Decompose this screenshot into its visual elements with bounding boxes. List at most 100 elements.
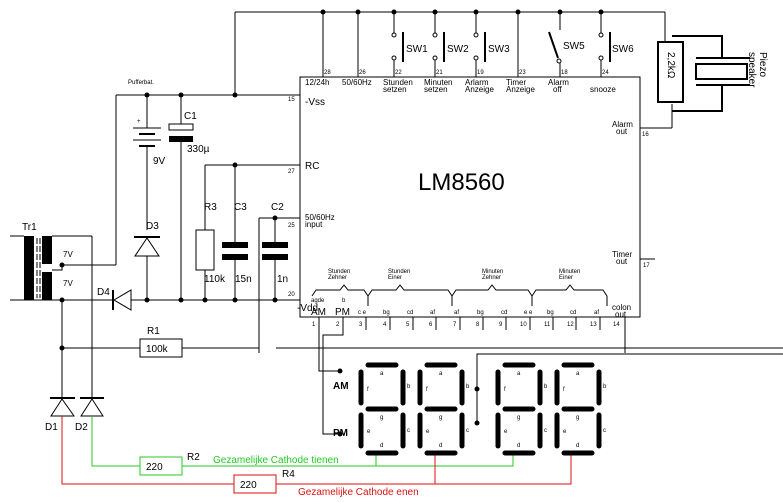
switch-sw1: SW1: [391, 12, 428, 77]
svg-text:Zehner: Zehner: [482, 275, 501, 281]
svg-text:Timer: Timer: [612, 250, 632, 259]
svg-text:R3: R3: [204, 202, 217, 213]
svg-text:cd: cd: [570, 310, 576, 316]
svg-text:2,2kΩ: 2,2kΩ: [665, 52, 676, 79]
sw1-label: SW1: [406, 44, 428, 55]
svg-text:Minuten: Minuten: [424, 78, 452, 87]
svg-text:-Vdd: -Vdd: [297, 303, 318, 314]
svg-text:9V: 9V: [153, 156, 166, 167]
svg-text:17: 17: [643, 263, 650, 269]
svg-text:18: 18: [561, 70, 568, 76]
segment-label: d: [517, 443, 520, 449]
segment-label: d: [576, 443, 579, 449]
svg-text:330µ: 330µ: [187, 144, 210, 155]
svg-text:cd: cd: [407, 310, 413, 316]
segment-label: g: [439, 415, 442, 421]
svg-text:setzen: setzen: [424, 85, 448, 94]
svg-text:Minuten: Minuten: [482, 269, 503, 275]
svg-text:2: 2: [336, 322, 340, 328]
ic-name: LM8560: [418, 169, 505, 196]
sw3-label: SW3: [488, 44, 510, 55]
segment-label: c: [544, 428, 547, 434]
svg-text:20: 20: [288, 292, 295, 298]
svg-text:9: 9: [499, 322, 503, 328]
svg-text:D2: D2: [75, 422, 88, 433]
svg-text:AM: AM: [333, 381, 349, 392]
sw5-label: SW5: [563, 41, 585, 52]
svg-text:e e: e e: [524, 310, 533, 316]
svg-text:input: input: [305, 220, 323, 229]
svg-text:13: 13: [590, 322, 597, 328]
svg-text:14: 14: [613, 322, 620, 328]
svg-text:Piezo: Piezo: [757, 52, 768, 77]
segment-label: b: [544, 384, 548, 390]
svg-text:4: 4: [383, 322, 387, 328]
svg-text:50/60Hz: 50/60Hz: [305, 213, 335, 222]
svg-text:bg: bg: [547, 310, 554, 316]
svg-text:12/24h: 12/24h: [305, 78, 329, 87]
svg-text:16: 16: [642, 132, 649, 138]
svg-text:Tr1: Tr1: [22, 222, 37, 233]
svg-text:Timer: Timer: [506, 78, 526, 87]
svg-text:22: 22: [395, 70, 402, 76]
svg-text:Zehner: Zehner: [328, 275, 347, 281]
svg-text:C3: C3: [234, 202, 247, 213]
svg-text:50/60Hz: 50/60Hz: [342, 78, 372, 87]
ic-lm8560: LM8560 28 26 22 21 19 23 18 24 12/24h 50…: [274, 70, 655, 353]
svg-text:6: 6: [429, 322, 433, 328]
segment-label: e: [367, 429, 371, 435]
sw2-label: SW2: [447, 44, 469, 55]
segment-label: g: [380, 415, 383, 421]
svg-text:24: 24: [602, 70, 609, 76]
power-section: Pufferbat. + 9V C1 330µ D3 R3 110k: [10, 80, 783, 433]
svg-text:C1: C1: [184, 111, 197, 122]
svg-text:c e: c e: [358, 310, 367, 316]
ic-digit-groups: Stunden Zehner Stunden Einer Minuten Zeh…: [311, 269, 608, 306]
segment-label: g: [576, 415, 579, 421]
svg-text:27: 27: [288, 169, 295, 175]
svg-text:5: 5: [406, 322, 410, 328]
segment-label: e: [504, 429, 508, 435]
svg-text:colon: colon: [612, 303, 631, 312]
svg-text:cd: cd: [501, 310, 507, 316]
segment-label: e: [426, 429, 430, 435]
segment-label: c: [603, 428, 606, 434]
svg-text:220: 220: [240, 480, 257, 491]
svg-text:D3: D3: [146, 221, 159, 232]
svg-text:Alarm: Alarm: [548, 78, 569, 87]
svg-text:bg: bg: [477, 310, 484, 316]
svg-text:Minuten: Minuten: [559, 269, 580, 275]
switch-sw5: SW5: [548, 12, 585, 77]
svg-text:7V: 7V: [63, 279, 73, 288]
cathode-ones-line: 220 R4 Gezamelijke Cathode enen: [61, 416, 572, 498]
svg-text:R4: R4: [282, 469, 295, 480]
svg-text:15: 15: [288, 97, 295, 103]
svg-text:220: 220: [146, 462, 163, 473]
svg-text:R1: R1: [147, 326, 160, 337]
svg-text:af: af: [454, 310, 459, 316]
svg-text:snooze: snooze: [590, 85, 616, 94]
svg-text:AM: AM: [311, 307, 326, 318]
switch-sw6: SW6: [598, 12, 634, 77]
svg-text:15n: 15n: [235, 274, 252, 285]
segment-label: f: [504, 387, 506, 393]
segment-label: a: [576, 371, 580, 377]
svg-text:25: 25: [288, 223, 295, 229]
svg-text:PM: PM: [335, 307, 350, 318]
svg-text:R2: R2: [187, 452, 200, 463]
segment-label: d: [380, 443, 383, 449]
segment-label: b: [466, 384, 470, 390]
svg-text:3: 3: [359, 322, 363, 328]
svg-text:19: 19: [477, 70, 484, 76]
ic-left-pins: 15 -Vss 27 RC 25 50/60Hz input 20 -Vdd: [274, 97, 335, 314]
svg-text:23: 23: [519, 70, 526, 76]
segment-label: e: [563, 429, 567, 435]
segment-label: a: [380, 371, 384, 377]
segment-label: c: [466, 428, 469, 434]
svg-text:out: out: [615, 310, 627, 319]
